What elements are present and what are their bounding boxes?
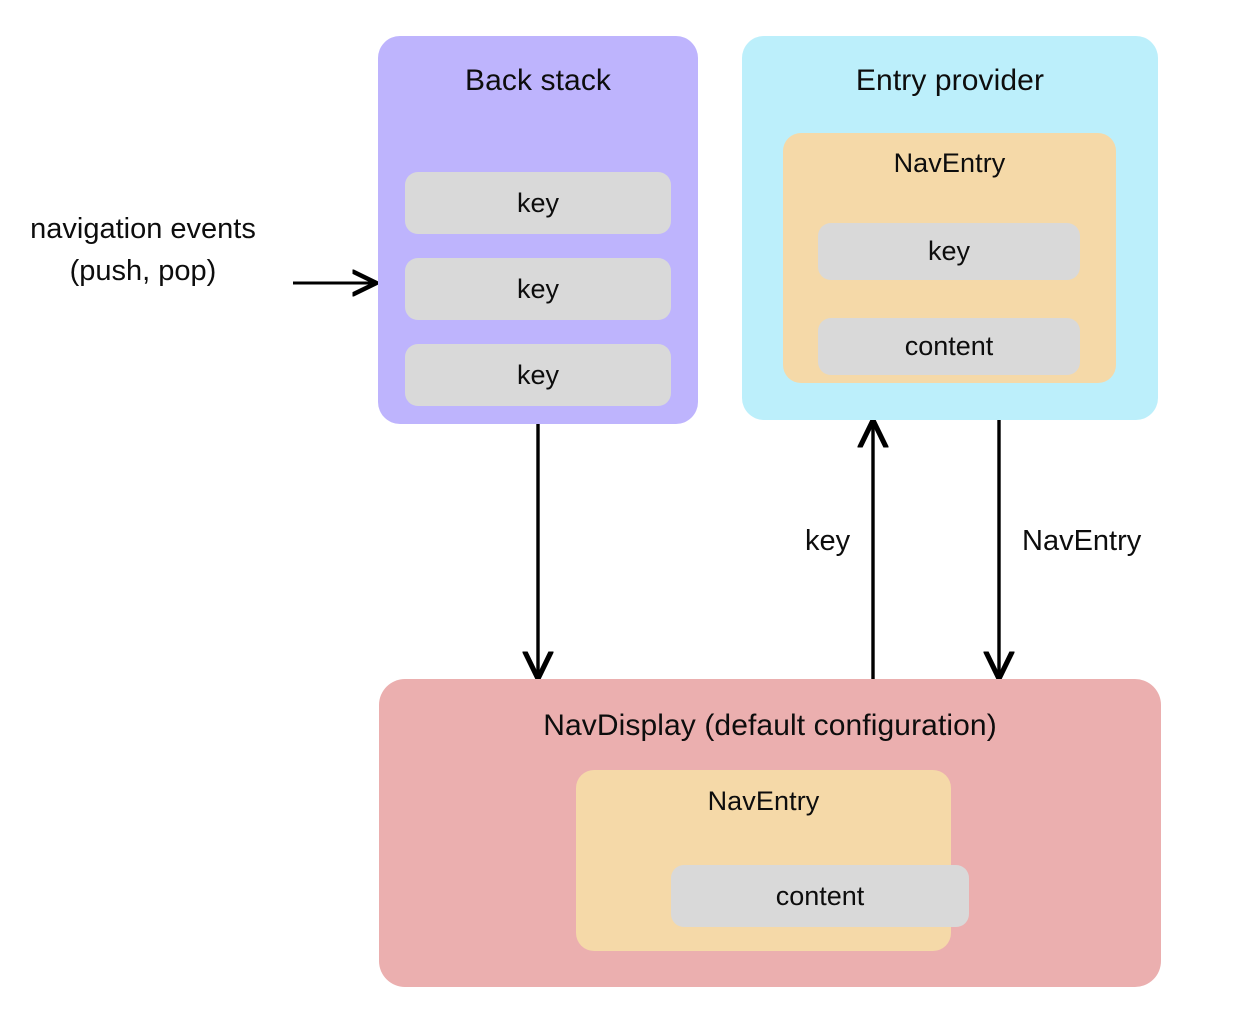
back-stack-key-chip: key: [405, 172, 671, 234]
navigation-events-line-1: navigation events: [30, 213, 256, 245]
navigation-events-line-2: (push, pop): [69, 255, 217, 287]
edge-label-naventry: NavEntry: [1022, 525, 1142, 557]
back-stack-key-chip: key: [405, 344, 671, 406]
back-stack-box: Back stack key key key: [378, 36, 698, 424]
nav-display-nav-entry-box: NavEntry content: [576, 770, 969, 951]
back-stack-key-chip: key: [405, 258, 671, 320]
back-stack-title: Back stack: [464, 64, 612, 97]
nav-display-content-chip: content: [671, 865, 969, 927]
entry-provider-box: Entry provider NavEntry key content: [742, 36, 1158, 420]
nav-display-box: NavDisplay (default configuration) NavEn…: [379, 679, 1161, 987]
nav-display-nav-entry-title: NavEntry: [707, 786, 820, 816]
entry-provider-title: Entry provider: [855, 64, 1045, 97]
entry-provider-content-chip: content: [818, 318, 1080, 375]
edge-label-key: key: [805, 525, 851, 557]
entry-provider-nav-entry-box: NavEntry key content: [783, 133, 1116, 383]
entry-provider-key-chip: key: [818, 223, 1080, 280]
entry-provider-nav-entry-title: NavEntry: [893, 148, 1006, 178]
nav-display-title: NavDisplay (default configuration): [543, 709, 997, 742]
navigation-events-label: navigation events (push, pop): [8, 208, 278, 292]
